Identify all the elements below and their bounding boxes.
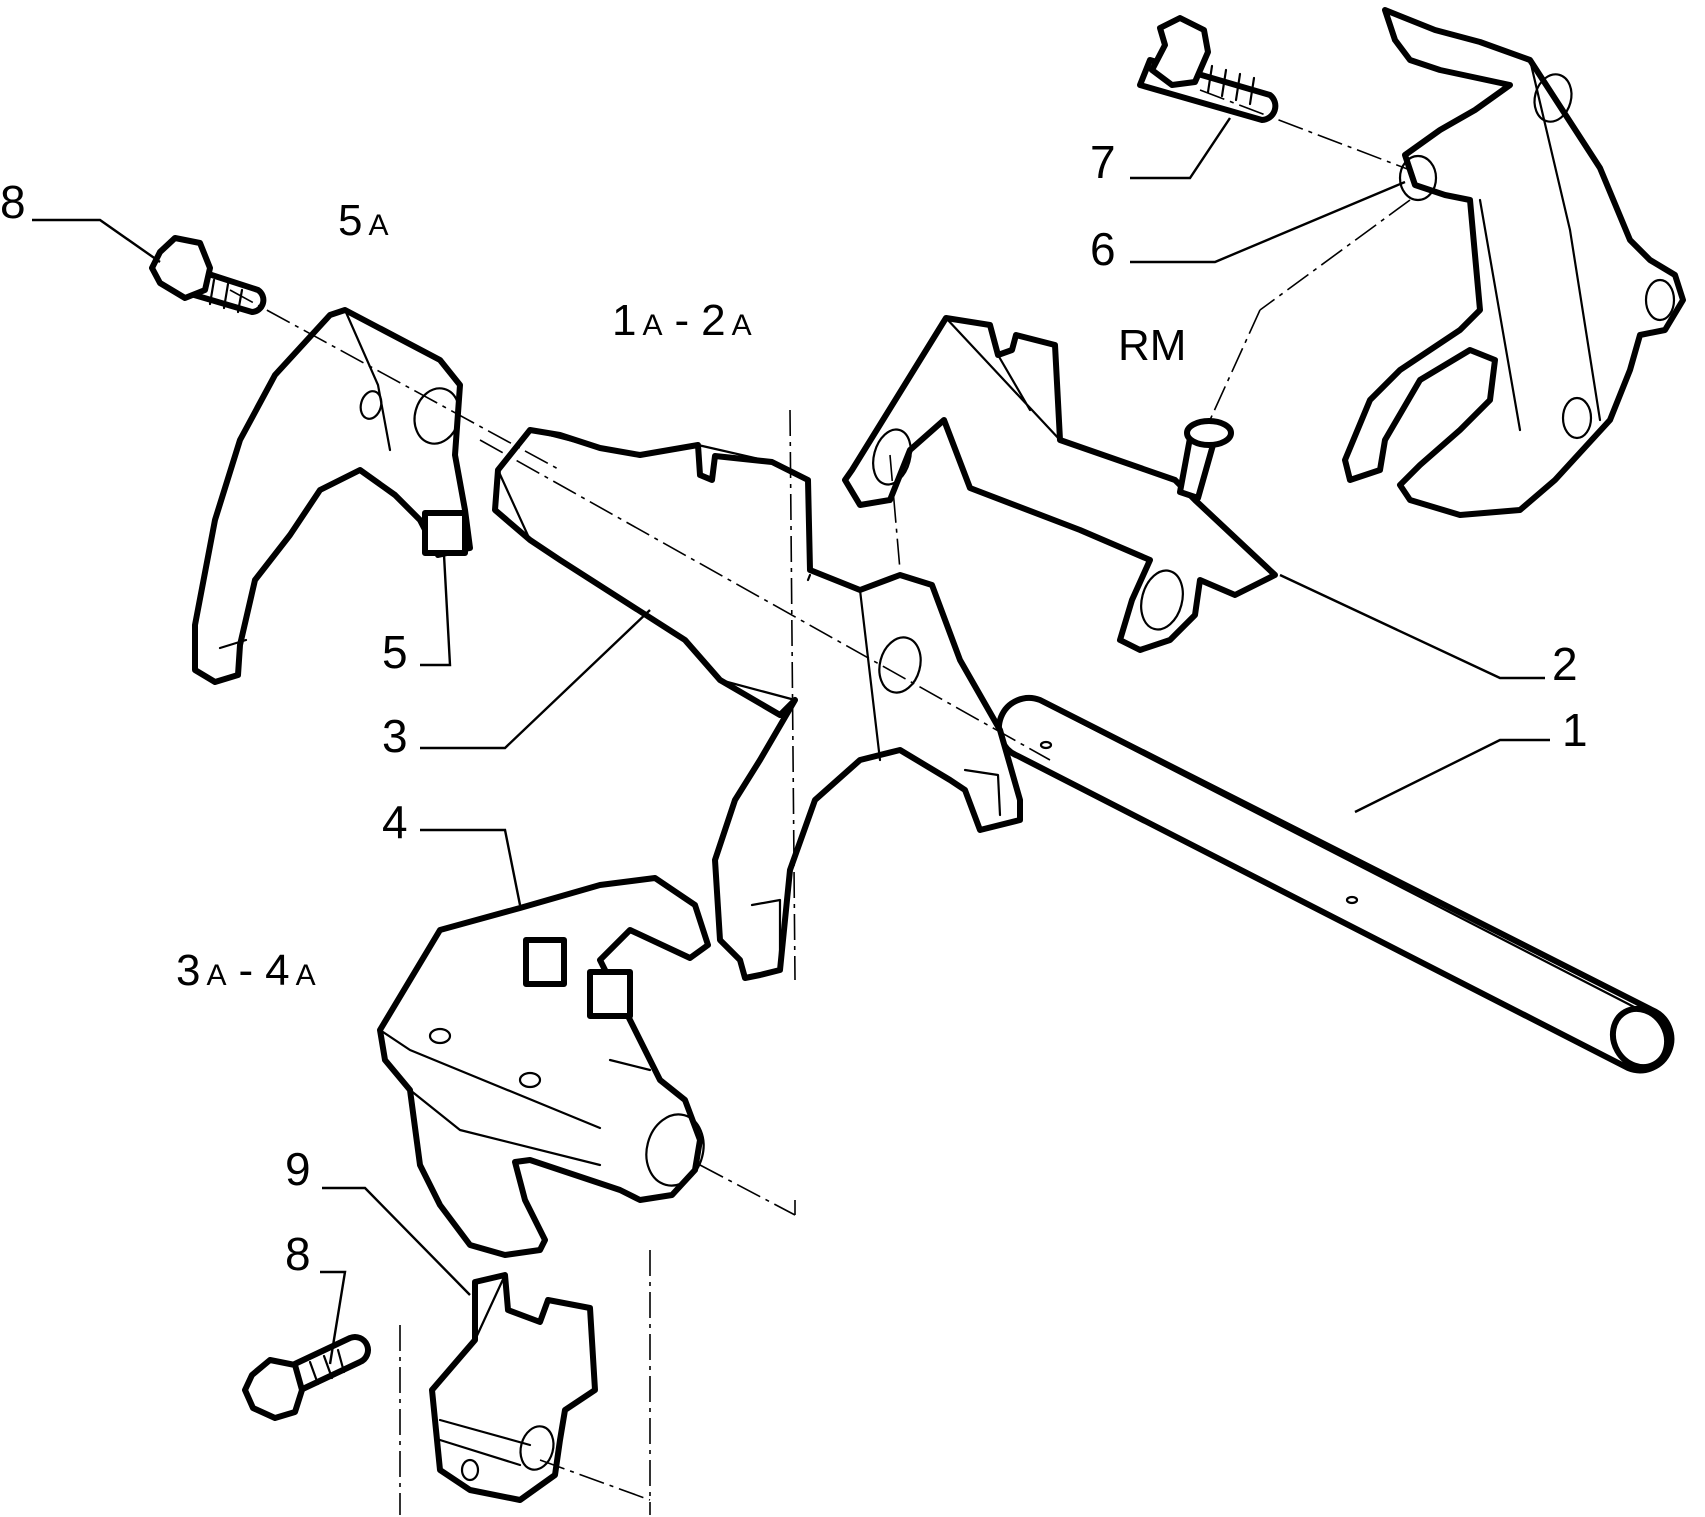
- callout-2: 2: [1552, 638, 1578, 690]
- callout-1: 1: [1562, 704, 1588, 756]
- leader-6: [1130, 180, 1406, 264]
- callout-8-top: 8: [0, 176, 26, 228]
- reverse-fork-rail: [842, 315, 1278, 653]
- callout-9: 9: [285, 1143, 311, 1195]
- leader-3: [420, 609, 651, 750]
- assembly-axis-lines: [229, 89, 1411, 1515]
- leader-9: [322, 1186, 471, 1296]
- reverse-idler-lever: [1342, 7, 1686, 518]
- callout-4: 4: [382, 796, 408, 848]
- fifth-shift-fork: [192, 307, 473, 685]
- bolt-top-left: [149, 235, 267, 315]
- callout-7: 7: [1090, 136, 1116, 188]
- callout-8-bottom: 8: [285, 1228, 311, 1280]
- first-second-shift-fork: [492, 427, 1023, 981]
- leader-4: [420, 828, 522, 906]
- leader-7: [1130, 117, 1231, 180]
- bolt-bottom-left: [242, 1334, 371, 1421]
- leader-2: [1279, 573, 1545, 680]
- third-fourth-shift-fork: [377, 875, 711, 1258]
- callout-5: 5: [382, 626, 408, 678]
- callout-3: 3: [382, 710, 408, 762]
- callout-leader-lines: [32, 117, 1550, 1365]
- gear-label-reverse: RM: [1118, 321, 1186, 370]
- bolt-top-right: [1137, 15, 1279, 123]
- leader-1: [1354, 738, 1550, 814]
- callout-6: 6: [1090, 223, 1116, 275]
- leader-5: [420, 554, 452, 667]
- selector-block: [429, 1272, 598, 1503]
- selector-shaft-rod: [995, 695, 1675, 1074]
- leader-8-top: [32, 218, 161, 263]
- leader-8-bottom: [320, 1270, 347, 1365]
- callout-numbers: 1 2 3 4 5 6 7 8 8 9: [0, 136, 1588, 1280]
